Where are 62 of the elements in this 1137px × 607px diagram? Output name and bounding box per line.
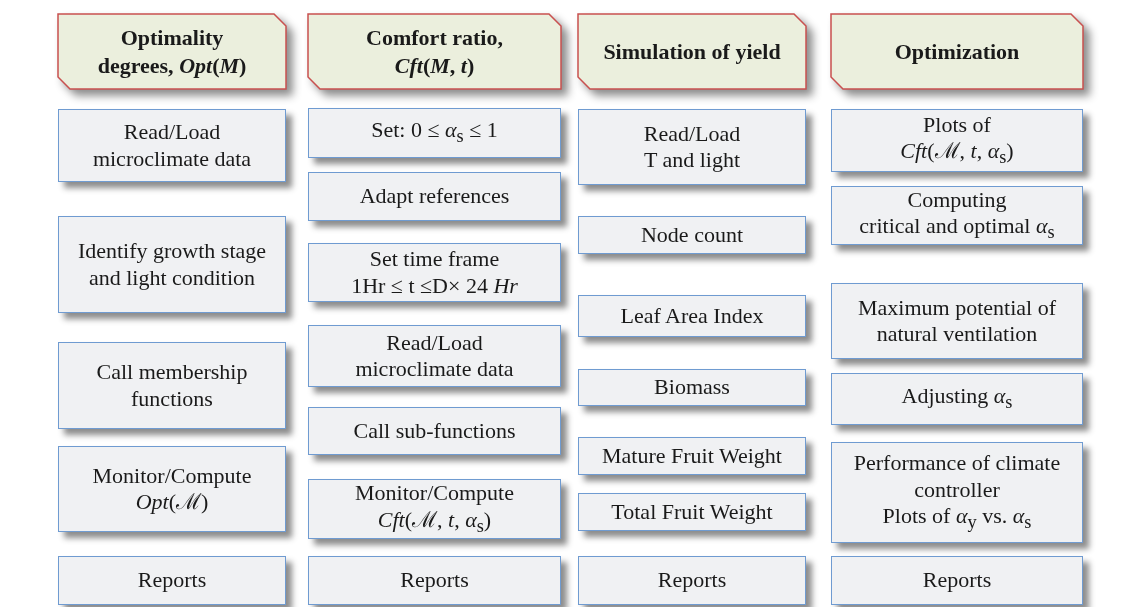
step-label: Adjusting α$_{s}$ [901,383,1013,415]
step-label: Leaf Area Index [620,302,764,330]
header-box [578,14,806,89]
process-box [578,295,806,337]
header-box [58,14,286,89]
process-box [831,556,1083,605]
step-label: Read/Load [643,120,741,147]
process-box [578,437,806,475]
process-box [308,172,561,221]
process-box [578,493,806,531]
step-label: Mature Fruit Weight [602,442,782,470]
process-box [578,109,806,185]
header-box [308,14,561,89]
step-label: Computing [907,186,1007,213]
step-label: T and light [643,147,741,174]
step-label: Plots of [923,111,991,138]
process-box [578,216,806,254]
column-title: Optimization [894,37,1020,66]
step-label: Adapt references [359,183,510,210]
process-box [308,556,561,605]
step-label: Reports [657,567,727,594]
step-label: Total Fruit Weight [611,498,773,526]
step-label: Call sub-functions [353,417,516,445]
step-label: critical and optimal α$_{s}$ [859,213,1055,245]
header-box [831,14,1083,89]
process-box [308,407,561,455]
process-box [58,216,286,313]
process-box [831,186,1083,245]
process-box [58,342,286,429]
step-label: Maximum potential of natural ventilation [857,294,1057,348]
process-box [831,442,1083,543]
process-box [58,556,286,605]
step-label: Biomass [654,374,730,401]
column-title: Simulation of yield [603,37,781,66]
step-label: Node count [641,221,743,249]
process-box [308,479,561,539]
step-label: Cft(ℳ, t, α$_{s}$) [900,138,1014,170]
step-label: Monitor/Compute Opt(ℳ) [91,462,253,516]
step-label: Identify growth stage and light condition [76,238,268,291]
step-label: Monitor/Compute Cft(ℳ, t, α$_{s}$) [354,480,515,538]
column-title: Optimality degrees, Opt(M) [96,24,248,79]
step-label: Set: 0 ≤ α$_{s}$ ≤ 1 [371,117,498,149]
process-box [58,446,286,532]
step-label: Reports [137,567,207,594]
column-title: Comfort ratio, Cft(M, t) [365,24,504,79]
process-box [831,373,1083,425]
process-box [831,109,1083,172]
process-box [578,556,806,605]
step-label: Plots of α$_{y}$ vs. α$_{s}$ [882,503,1032,535]
step-label: Set time frame [369,246,500,273]
step-label: Call membership functions [95,359,249,412]
process-box [308,325,561,387]
step-label: Read/Load microclimate data [354,329,515,383]
process-box [58,109,286,182]
step-label: Read/Load microclimate data [91,119,253,172]
process-box [308,108,561,158]
process-box [831,283,1083,359]
process-box [308,243,561,302]
step-label: Reports [400,567,469,594]
step-label: 1Hr ≤ t ≤D× 24 Hr [351,272,518,299]
process-box [578,369,806,406]
step-label: Reports [922,567,992,594]
